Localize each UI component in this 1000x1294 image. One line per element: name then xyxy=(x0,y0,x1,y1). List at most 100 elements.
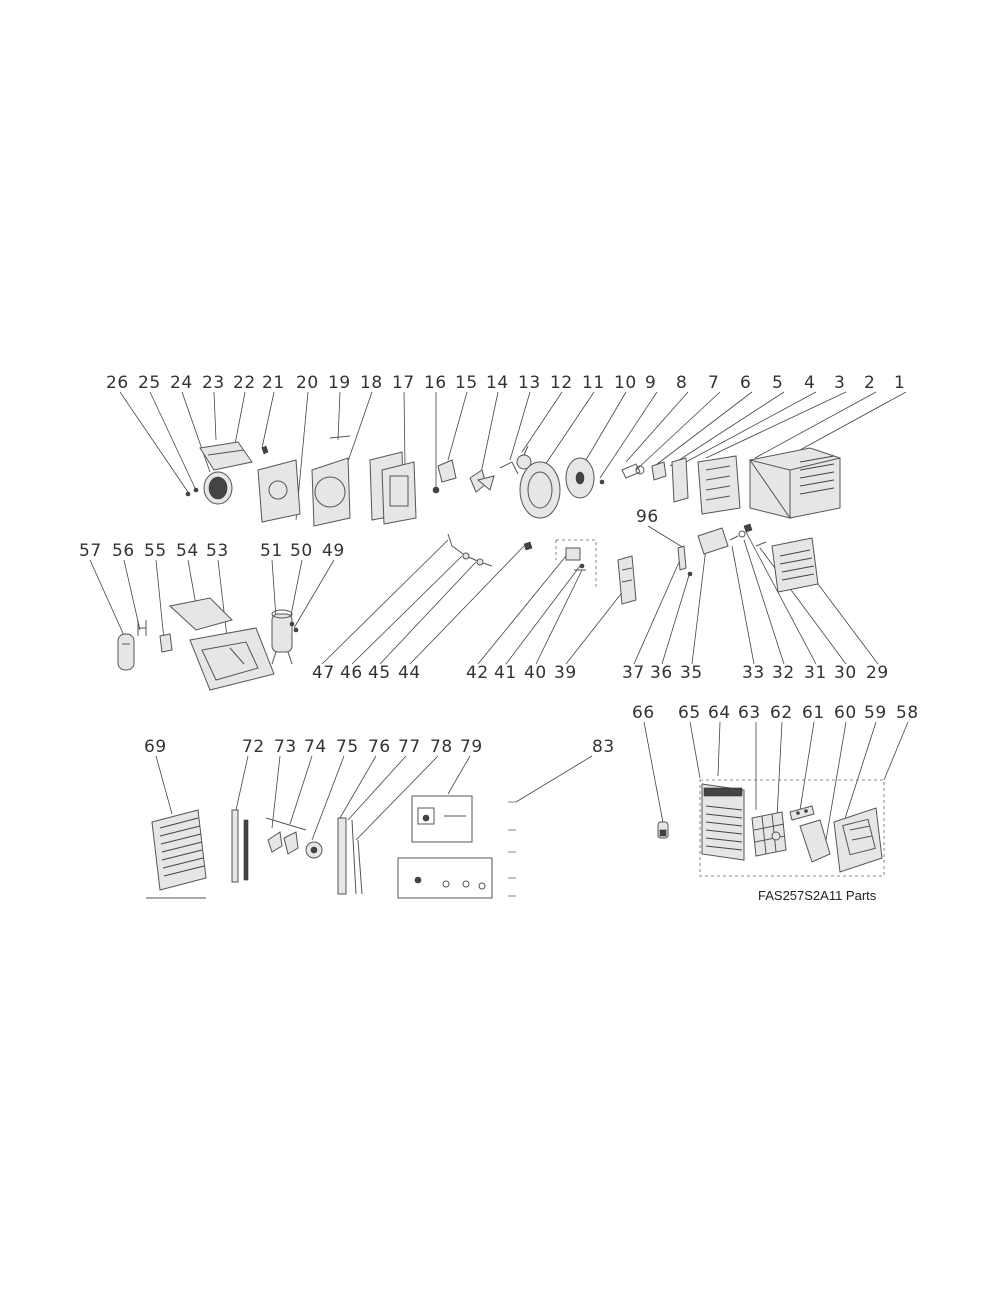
callout-8: 8 xyxy=(676,373,687,393)
clip-part-25 xyxy=(193,487,199,493)
bracket-part-23 xyxy=(199,441,253,471)
fan-blade-part-14 xyxy=(469,469,495,493)
air-filter-part-63 xyxy=(751,811,787,857)
callout-64: 64 xyxy=(708,703,731,723)
parts-row2 xyxy=(117,523,819,691)
side-curtain-part-72 xyxy=(231,809,239,883)
callout-41: 41 xyxy=(494,663,517,683)
fan-motor-part-12 xyxy=(516,445,532,470)
callout-24: 24 xyxy=(170,373,193,393)
callouts-row2-mid: 51 50 49 xyxy=(260,541,345,561)
callouts-row1: 26 25 24 23 22 21 20 19 18 17 16 15 14 1… xyxy=(106,373,905,393)
callout-4: 4 xyxy=(804,373,815,393)
grille-part-69 xyxy=(146,809,207,899)
label-strip-part-83 xyxy=(508,801,516,897)
callout-75: 75 xyxy=(336,737,359,757)
callout-72: 72 xyxy=(242,737,265,757)
callout-29: 29 xyxy=(866,663,889,683)
screw-part-16 xyxy=(432,486,440,494)
side-panel-part-5 xyxy=(671,457,689,503)
rod-part-22 xyxy=(207,449,245,456)
callout-1: 1 xyxy=(894,373,905,393)
callout-42: 42 xyxy=(466,663,489,683)
curtain-part-76 xyxy=(337,817,347,895)
shroud-part-18 xyxy=(311,457,351,527)
callouts-row2-left: 57 56 55 54 53 xyxy=(79,541,229,561)
nut-part-31 xyxy=(743,523,753,533)
callout-54: 54 xyxy=(176,541,199,561)
callout-18: 18 xyxy=(360,373,383,393)
callout-25: 25 xyxy=(138,373,161,393)
control-box-dashed xyxy=(555,539,597,590)
callout-23: 23 xyxy=(202,373,225,393)
grommet-part-32 xyxy=(738,530,746,538)
callout-49: 49 xyxy=(322,541,345,561)
callout-26: 26 xyxy=(106,373,129,393)
grommet-part-50 xyxy=(289,621,295,627)
parts-row3-left xyxy=(146,795,516,899)
front-grille-part-64 xyxy=(701,783,745,861)
callout-61: 61 xyxy=(802,703,825,723)
strip-part-72b xyxy=(243,819,249,881)
callout-65: 65 xyxy=(678,703,701,723)
callout-59: 59 xyxy=(864,703,887,723)
callout-10: 10 xyxy=(614,373,637,393)
compressor-part-51 xyxy=(271,609,293,665)
callout-17: 17 xyxy=(392,373,415,393)
leaders-row1 xyxy=(119,391,907,521)
callout-11: 11 xyxy=(582,373,605,393)
callout-6: 6 xyxy=(740,373,751,393)
callout-44: 44 xyxy=(398,663,421,683)
switch-part-42 xyxy=(565,547,581,561)
callout-83: 83 xyxy=(592,737,615,757)
callout-15: 15 xyxy=(455,373,478,393)
callouts-row3-left: 69 72 73 74 75 76 77 78 79 83 xyxy=(144,737,615,757)
strip-part-77 xyxy=(351,819,357,895)
screw-part-36 xyxy=(687,571,693,577)
callout-58: 58 xyxy=(896,703,919,723)
knob-part-66 xyxy=(657,821,669,839)
callout-50: 50 xyxy=(290,541,313,561)
bracket-part-37 xyxy=(677,545,687,571)
callout-2: 2 xyxy=(864,373,875,393)
callouts-row3-right: 66 65 64 63 62 61 60 59 58 xyxy=(632,703,919,723)
callout-53: 53 xyxy=(206,541,229,561)
callout-47: 47 xyxy=(312,663,335,683)
callout-73: 73 xyxy=(274,737,297,757)
grille-part-29 xyxy=(771,537,819,593)
callout-45: 45 xyxy=(368,663,391,683)
callout-76: 76 xyxy=(368,737,391,757)
callout-51: 51 xyxy=(260,541,283,561)
bracket-part-74b xyxy=(283,831,299,855)
fan-part-75 xyxy=(305,841,323,859)
callout-69: 69 xyxy=(144,737,167,757)
bracket-part-60 xyxy=(799,819,831,863)
bracket-part-73 xyxy=(267,831,283,853)
cover-part-35 xyxy=(697,527,729,555)
base-pan-part-53 xyxy=(189,627,275,691)
screw-part-26 xyxy=(185,491,191,497)
rod-part-19 xyxy=(329,435,351,439)
strip-part-78 xyxy=(357,839,363,895)
manual-part-79 xyxy=(397,795,493,899)
knob-part-62 xyxy=(771,831,781,841)
callout-31: 31 xyxy=(804,663,827,683)
parts-row1 xyxy=(185,435,841,527)
callout-63: 63 xyxy=(738,703,761,723)
callout-55: 55 xyxy=(144,541,167,561)
callout-33: 33 xyxy=(742,663,765,683)
condenser-coil-part-4 xyxy=(697,455,741,515)
strap-part-56 xyxy=(137,620,147,636)
callout-9: 9 xyxy=(645,373,656,393)
clip-part-21 xyxy=(261,445,269,455)
condenser-shroud-part-11 xyxy=(519,461,561,519)
callout-57: 57 xyxy=(79,541,102,561)
callout-96: 96 xyxy=(636,507,659,527)
front-panel-part-59 xyxy=(833,807,883,873)
callout-39: 39 xyxy=(554,663,577,683)
rail-part-74 xyxy=(265,817,307,831)
clip-part-6 xyxy=(651,461,667,481)
control-panel-part-39 xyxy=(617,555,637,605)
leaders-row2 xyxy=(89,525,879,681)
